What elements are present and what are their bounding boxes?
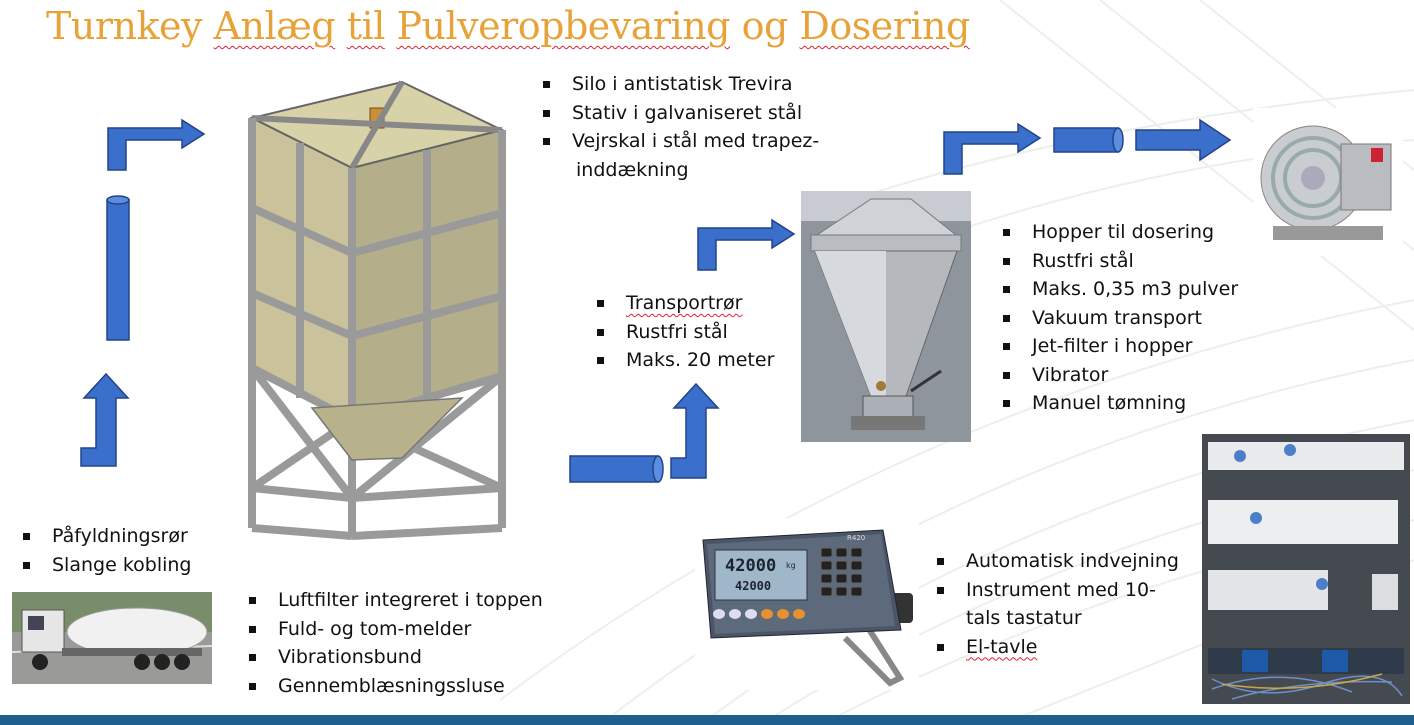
list-item: Vibrator <box>1000 361 1238 390</box>
indicator-image: 42000 kg 42000 R420 <box>695 518 919 690</box>
list-item: Vejrskal i stål med trapez- <box>540 127 819 156</box>
transport-pipe-horizontal <box>569 455 664 483</box>
list-item: Luftfilter integreret i toppen <box>246 586 543 615</box>
slide-title: Turnkey Anlæg til Pulveropbevaring og Do… <box>46 4 970 48</box>
list-item: Stativ i galvaniseret stål <box>540 99 819 128</box>
transport-pipe-arrow-right <box>697 218 796 271</box>
blower-image <box>1253 108 1403 256</box>
filling-list: Påfyldningsrør Slange kobling <box>20 522 192 579</box>
truck-image <box>12 592 212 684</box>
title-word: og <box>741 4 789 48</box>
list-item: Hopper til dosering <box>1000 218 1238 247</box>
list-item-text: El-tavle <box>966 635 1038 658</box>
filling-pipe-vertical <box>106 195 130 341</box>
transport-pipe-arrow-up <box>670 382 720 479</box>
hopper-image <box>801 191 971 442</box>
bottom-bar <box>0 715 1414 725</box>
blower-arrow-right <box>1135 118 1232 162</box>
display-unit: kg <box>786 561 796 570</box>
list-item: Vakuum transport <box>1000 304 1238 333</box>
silo-image <box>202 68 552 578</box>
list-item: Påfyldningsrør <box>20 522 192 551</box>
model-label: R420 <box>847 534 865 542</box>
title-word: Turnkey <box>46 4 202 48</box>
list-item: Automatisk indvejning <box>934 547 1179 576</box>
list-item: Vibrationsbund <box>246 643 543 672</box>
list-item: Slange kobling <box>20 551 192 580</box>
panel-image <box>1202 434 1410 704</box>
list-item-text: Transportrør <box>626 292 743 314</box>
filling-pipe-arrow-right <box>107 118 206 171</box>
transport-list: Transportrør Rustfri stål Maks. 20 meter <box>594 289 774 375</box>
list-item-continuation: inddækning <box>576 158 689 181</box>
list-item: Manuel tømning <box>1000 389 1238 418</box>
list-item: El-tavle <box>934 633 1179 662</box>
silo-features-list: Luftfilter integreret i toppen Fuld- og … <box>246 586 543 700</box>
title-word: til <box>346 4 386 48</box>
list-item: Jet-filter i hopper <box>1000 332 1238 361</box>
display-sub-value: 42000 <box>735 579 771 593</box>
list-item: Instrument med 10- <box>934 576 1179 605</box>
list-item-continuation: tals tastatur <box>966 607 1082 629</box>
vacuum-pipe-arrow-right <box>943 122 1042 175</box>
list-item: Fuld- og tom-melder <box>246 615 543 644</box>
list-item: Gennemblæsningssluse <box>246 672 543 701</box>
title-word: Anlæg <box>213 4 336 48</box>
silo-list: Silo i antistatisk Trevira Stativ i galv… <box>540 70 819 184</box>
filling-pipe-arrow-up <box>80 372 130 467</box>
vacuum-pipe-horizontal <box>1053 127 1124 153</box>
display-main-value: 42000 <box>725 556 776 576</box>
weighing-list: Automatisk indvejning Instrument med 10-… <box>934 547 1179 661</box>
list-item: Silo i antistatisk Trevira <box>540 70 819 99</box>
title-word: Dosering <box>799 4 970 48</box>
list-item: Maks. 20 meter <box>594 346 774 375</box>
list-item: Transportrør <box>594 289 774 318</box>
title-word: Pulveropbevaring <box>396 4 731 48</box>
hopper-list: Hopper til dosering Rustfri stål Maks. 0… <box>1000 218 1238 418</box>
list-item: Rustfri stål <box>594 318 774 347</box>
list-item: Maks. 0,35 m3 pulver <box>1000 275 1238 304</box>
list-item: Rustfri stål <box>1000 247 1238 276</box>
